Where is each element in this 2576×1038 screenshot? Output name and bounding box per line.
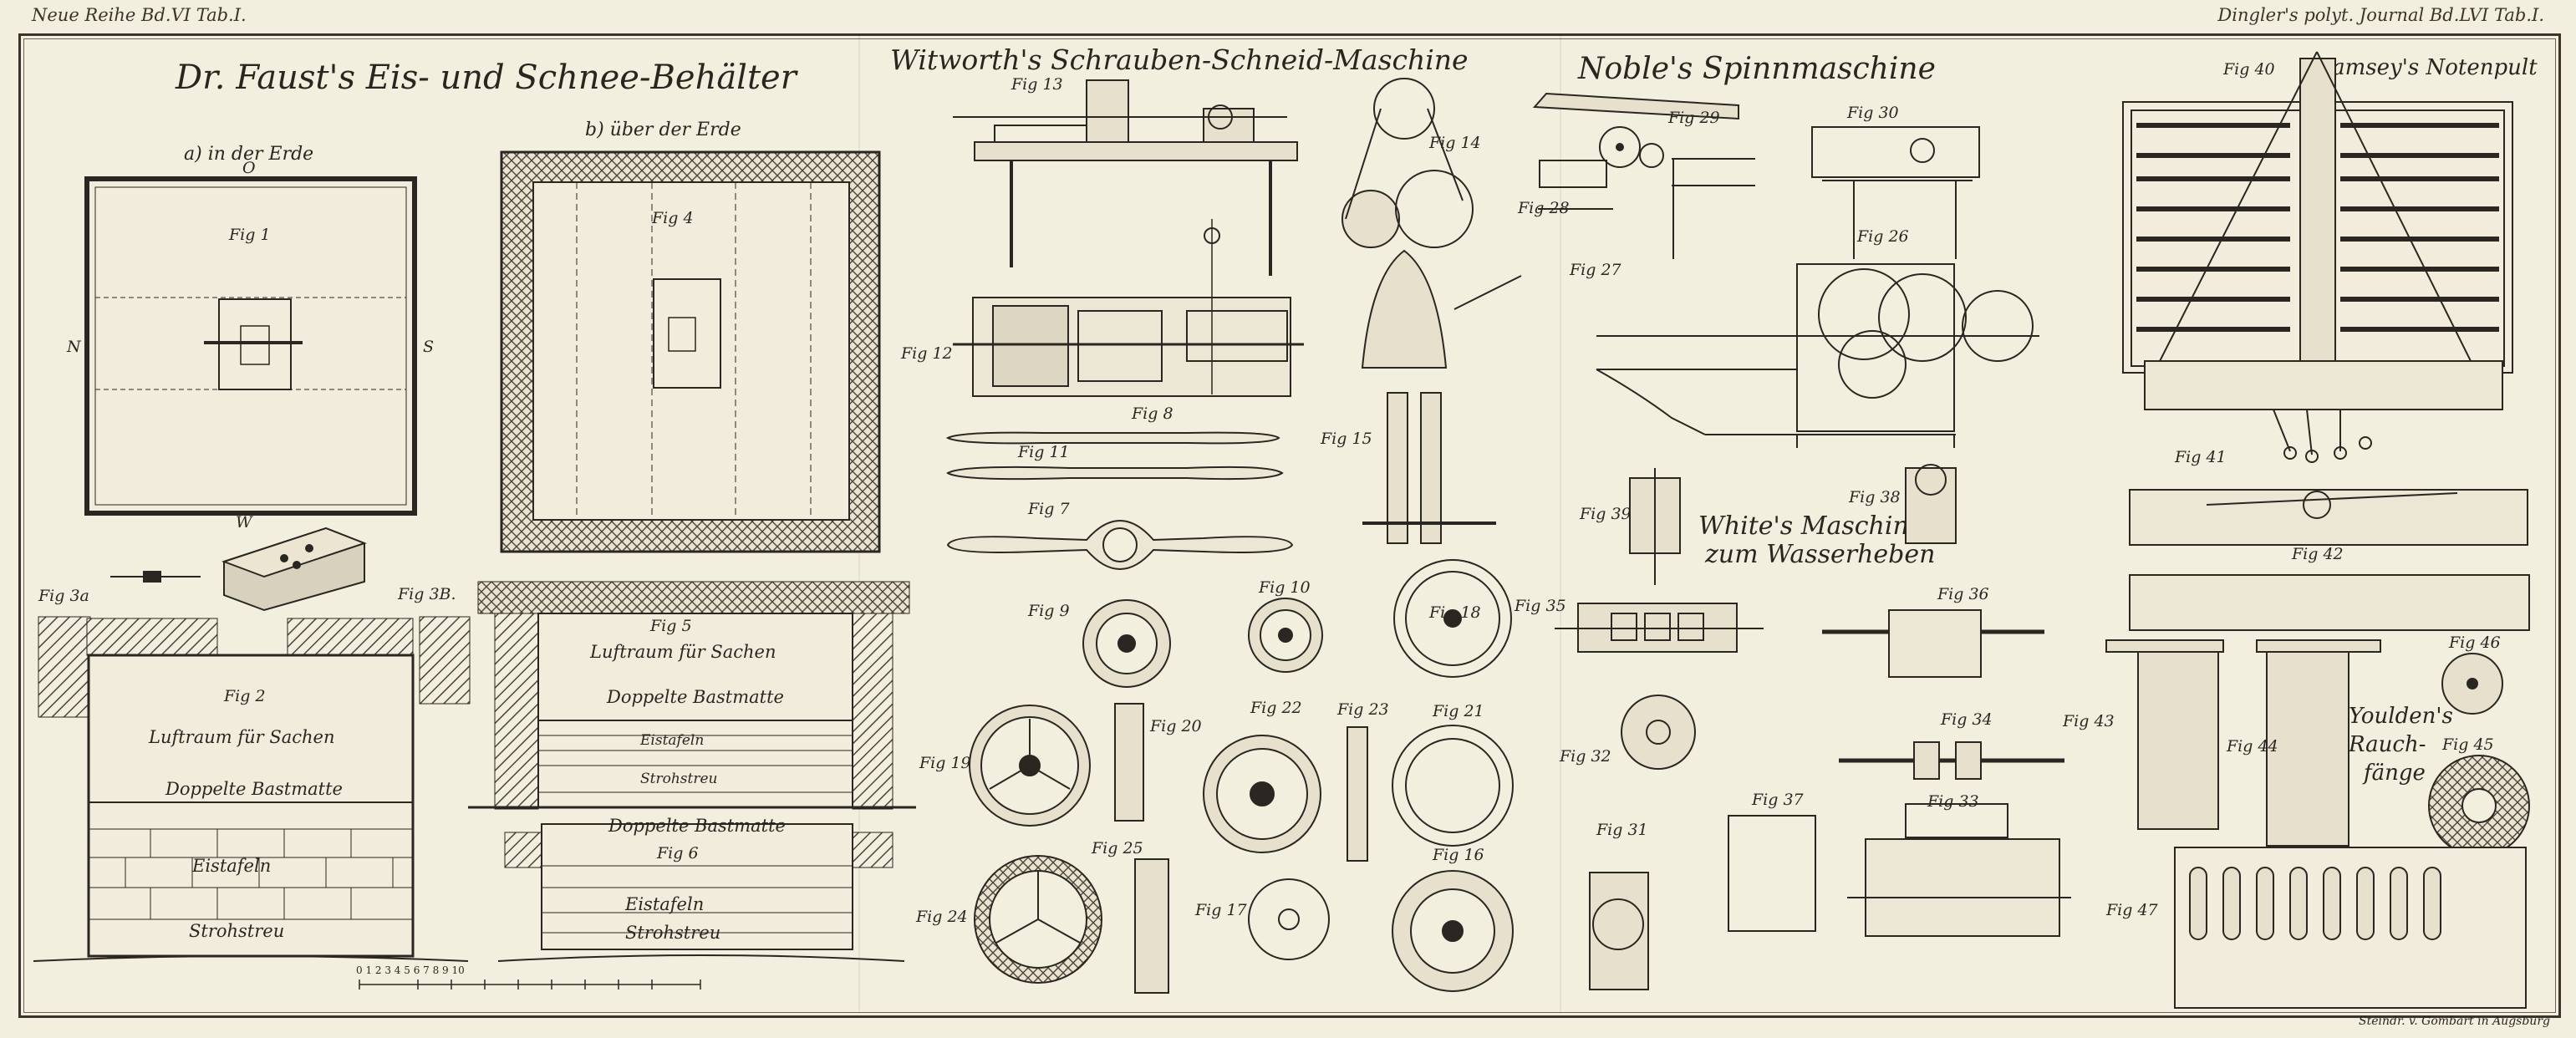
ramsey-music-stand [2105,51,2530,1009]
title-white-1: White's Maschine [1698,511,1924,541]
fig13-lathe-elevation [953,79,1298,276]
fig-label: Fig 35 [1515,597,1566,615]
fig-label: Fig 46 [2449,633,2501,652]
title-youlden-3: fänge [2364,761,2426,786]
fig-label: Fig 41 [2175,448,2227,466]
title-ramsey: Ramsey's Notenpult [2315,55,2538,80]
sub-in-der-erde: a) in der Erde [184,144,314,165]
fig-label: Fig 33 [1927,792,1979,811]
fig-label: Fig 14 [1429,134,1481,152]
fig6-section [497,823,905,962]
fig-label: Fig 8 [1132,405,1173,423]
fig-label: Fig 25 [1092,839,1143,857]
fig-label: Fig 7 [1028,500,1070,518]
fig-label: Fig 47 [2106,901,2158,919]
fig-label: Fig 31 [1596,821,1648,839]
compass-south: S [423,338,435,356]
fig-label: Fig 28 [1518,199,1570,217]
fig-label: Fig 9 [1028,602,1070,620]
title-youlden-2: Rauch- [2349,732,2426,757]
fig-label: Fig 30 [1847,104,1899,122]
fig-label: Fig 23 [1337,700,1389,719]
fig-label: Fig 37 [1752,791,1804,809]
fig-label: Fig 18 [1429,603,1481,622]
fig-label: Fig 16 [1433,846,1484,864]
scale-numbers: 0 1 2 3 4 5 6 7 8 9 10 [356,964,465,976]
title-youlden-1: Youlden's [2349,704,2453,729]
noble-spinning-machine [1532,92,2039,448]
header-journal: Dingler's polyt. Journal Bd.LVI Tab.I. [2217,5,2544,25]
fig2-straw-label: Strohstreu [189,921,285,941]
fig-label: Fig 2 [224,687,266,705]
fig-label: Fig 24 [916,908,968,926]
fig4-above-ground-icehouse [500,150,881,553]
fig-label: Fig 3B. [398,585,456,603]
fig-label: Fig 20 [1150,717,1202,735]
title-white-2: zum Wasserheben [1705,540,1936,569]
compass-east: O [242,159,256,177]
white-water-machine [1555,464,2071,990]
fig-label: Fig 4 [652,209,694,227]
fig-label: Fig 1 [229,226,271,244]
fig2-mat-label: Doppelte Bastmatte [165,779,343,799]
fig5-air-label: Luftraum für Sachen [590,642,776,662]
fig-label: Fig 36 [1937,585,1989,603]
fig-label: Fig 10 [1259,578,1311,597]
fig-label: Fig 12 [901,344,953,363]
fig-label: Fig 29 [1668,109,1720,127]
fig-label: Fig 3a [38,587,89,605]
fig5-section [468,581,916,810]
engraver-credit: Steindr. v. Gombart in Augsburg [2359,1015,2550,1028]
fig6-ice-label: Eistafeln [625,894,705,914]
scale-bar [359,979,701,990]
fig3-stone-block [110,527,367,612]
sub-ueber-der-erde: b) über der Erde [585,120,741,140]
fig-label: Fig 6 [657,844,699,862]
title-whitworth: Witworth's Schrauben-Schneid-Maschine [890,43,1469,76]
fig2-air-label: Luftraum für Sachen [149,727,335,747]
fig-label: Fig 38 [1849,488,1901,506]
fig5-ice-label: Eistafeln [640,732,705,749]
fig14-machine [1341,78,1522,369]
fig-label: Fig 21 [1433,702,1484,720]
fold-line [1560,33,1561,1013]
header-series: Neue Reihe Bd.VI Tab.I. [32,5,247,25]
fig7-handle [946,520,1294,570]
fig15-part [1362,392,1496,544]
fig-label: Fig 5 [650,617,692,635]
compass-west: W [236,513,252,532]
fig1-ground-icehouse [84,176,417,516]
fig-label: Fig 13 [1011,75,1063,94]
title-noble: Noble's Spinnmaschine [1578,52,1936,86]
fig-label: Fig 22 [1250,699,1302,717]
fig2-section [33,616,471,962]
fig8-fig11-wrenches [945,431,1284,481]
fig5-straw-label: Strohstreu [640,771,718,787]
fig6-mat-label: Doppelte Bastmatte [608,816,786,836]
fig-label: Fig 39 [1580,505,1632,523]
fig-label: Fig 19 [919,754,971,772]
fig-label: Fig 32 [1560,747,1611,766]
fig-label: Fig 40 [2223,60,2275,79]
fig-label: Fig 45 [2442,735,2494,754]
fig5-mat-label: Doppelte Bastmatte [607,687,784,707]
fig-label: Fig 27 [1570,261,1621,279]
fig2-ice-label: Eistafeln [192,856,272,876]
fig-label: Fig 11 [1018,443,1070,461]
fig12-lathe-plan [953,219,1304,397]
fig-label: Fig 26 [1857,227,1909,246]
fig6-straw-label: Strohstreu [625,923,721,943]
fig-label: Fig 44 [2227,737,2278,756]
fig-label: Fig 34 [1941,710,1993,729]
chucks [969,559,1514,994]
plate-border [18,33,2561,1018]
compass-north: N [67,338,81,356]
title-faust: Dr. Faust's Eis- und Schnee-Behälter [176,59,797,97]
fig-label: Fig 42 [2292,545,2344,563]
fig-label: Fig 17 [1195,901,1247,919]
fig-label: Fig 15 [1321,430,1372,448]
fig-label: Fig 43 [2063,712,2115,730]
